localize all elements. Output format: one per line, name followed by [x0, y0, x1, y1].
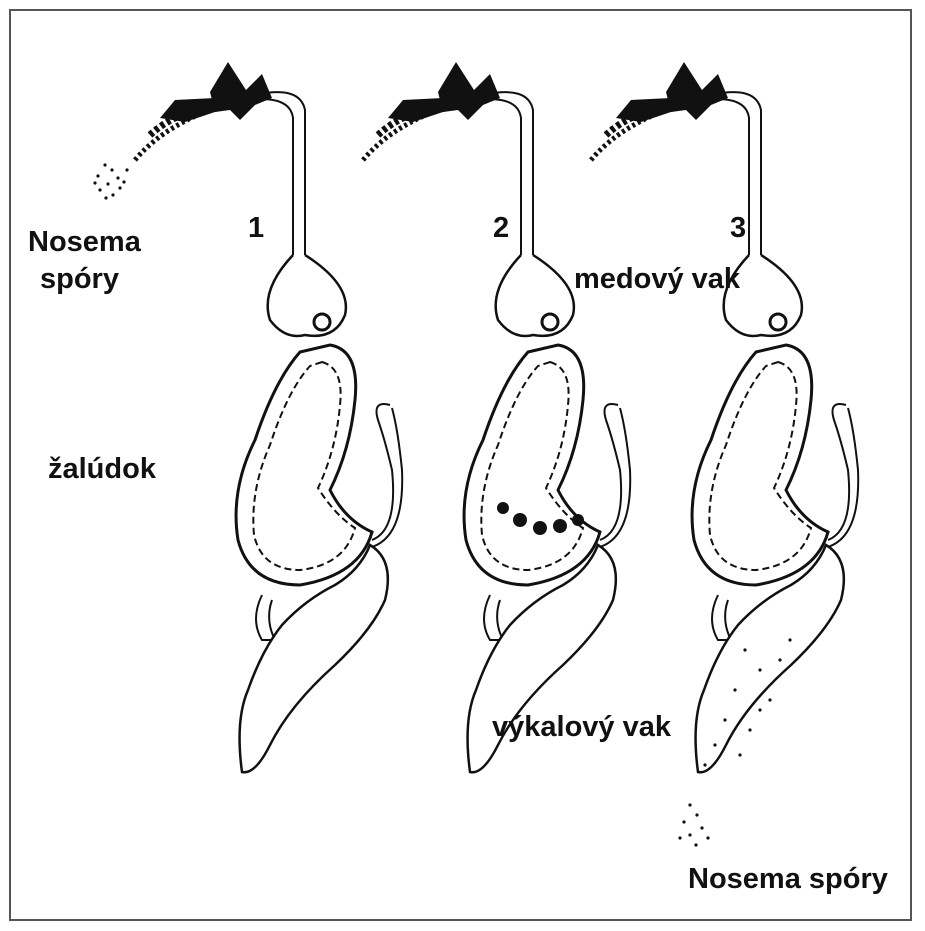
- stage-1-number: 1: [248, 212, 264, 245]
- honey-sac-label: medový vak: [574, 262, 740, 296]
- stomach-label: žalúdok: [48, 452, 156, 486]
- spores-label-top-line1: Nosema: [28, 225, 141, 259]
- stage-2-gut: [363, 62, 630, 772]
- spores-label-bottom: Nosema spóry: [688, 862, 888, 896]
- spores-label-top-line2: spóry: [40, 262, 119, 296]
- fecal-sac-label: výkalový vak: [492, 710, 671, 744]
- stage-2-number: 2: [493, 212, 509, 245]
- stage-1-gut: [93, 62, 402, 772]
- stage-3-number: 3: [730, 212, 746, 245]
